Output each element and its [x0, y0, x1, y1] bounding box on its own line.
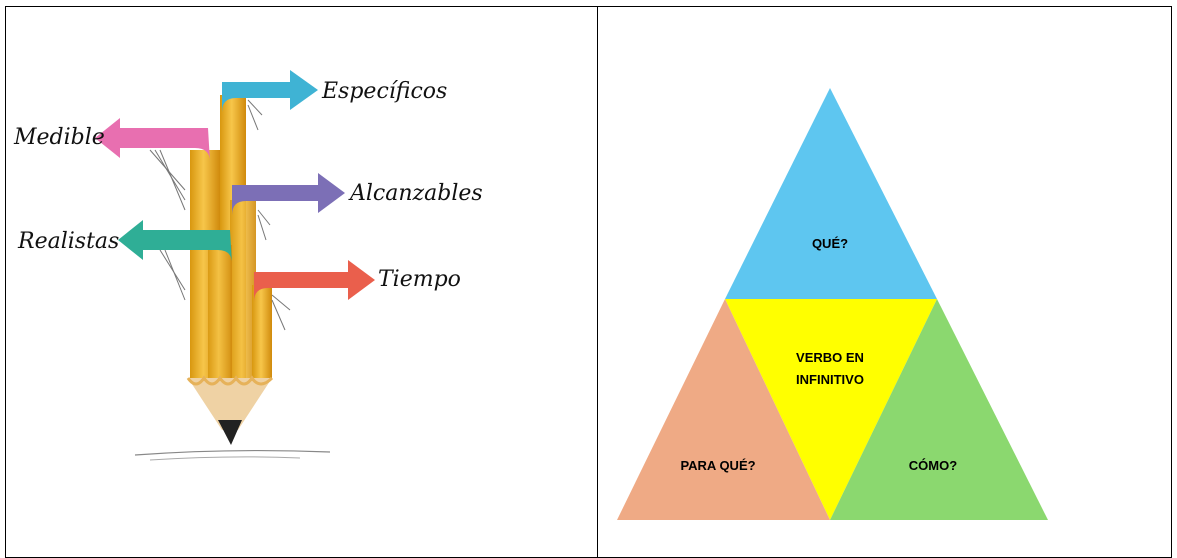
especificos-label: Específicos — [321, 79, 447, 104]
top-triangle — [725, 88, 937, 299]
pencil-bodies — [190, 95, 272, 380]
alcanzables-label: Alcanzables — [348, 181, 483, 206]
triangle-diagram: QUÉ? VERBO EN INFINITIVO PARA QUÉ? CÓMO? — [617, 88, 1048, 520]
left-label: PARA QUÉ? — [680, 458, 755, 473]
sketch-line — [149, 456, 301, 461]
especificos-arrow — [222, 70, 318, 112]
realistas-arrow — [118, 220, 232, 264]
medible-arrow — [95, 118, 210, 162]
hatch-shadows — [149, 99, 291, 331]
left-triangle — [617, 299, 830, 520]
top-label: QUÉ? — [812, 236, 848, 251]
sketch-line — [134, 449, 331, 456]
right-label: CÓMO? — [909, 458, 957, 473]
realistas-label: Realistas — [17, 229, 119, 254]
right-triangle — [830, 299, 1048, 520]
center-triangle — [725, 299, 937, 520]
pencil-tip — [186, 375, 274, 445]
tiempo-arrow — [254, 260, 375, 302]
medible-label: Medible — [13, 125, 105, 150]
alcanzables-arrow — [232, 173, 345, 215]
tiempo-label: Tiempo — [378, 267, 461, 292]
center-label-line1: VERBO EN — [796, 350, 864, 365]
center-label-line2: INFINITIVO — [796, 372, 864, 387]
